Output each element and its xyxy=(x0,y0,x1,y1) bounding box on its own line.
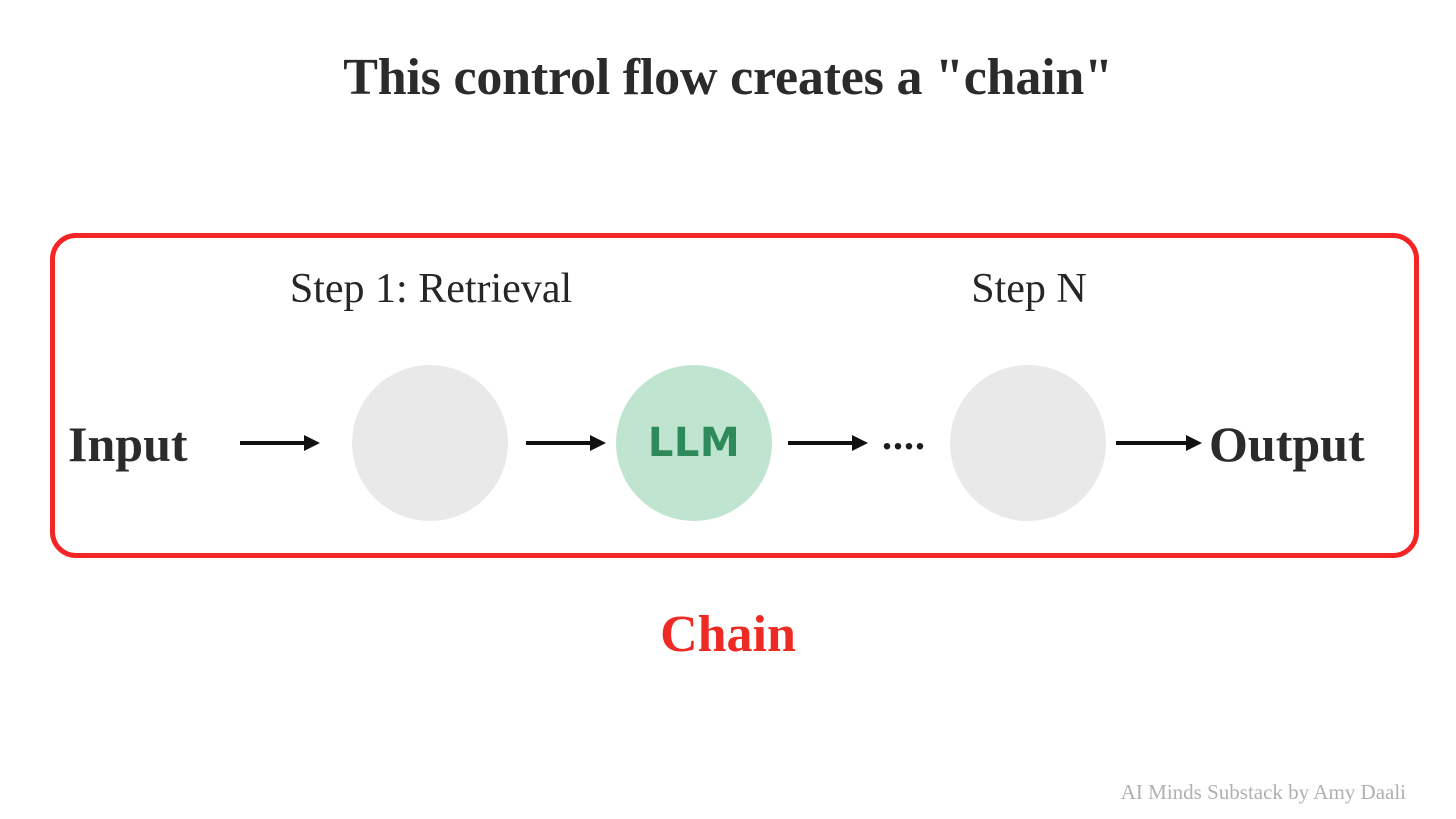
chain-boundary-box xyxy=(50,233,1419,558)
step-1-node[interactable] xyxy=(352,365,508,521)
llm-node-label: LLM xyxy=(647,420,741,466)
step-label-1: Step 1: Retrieval xyxy=(289,266,573,312)
continuation-ellipsis: .... xyxy=(882,413,926,458)
footer-watermark: AI Minds Substack by Amy Daali xyxy=(1120,780,1406,804)
step-label-n: Step N xyxy=(971,266,1087,312)
input-label: Input xyxy=(68,416,188,472)
arrow-stepn-to-output xyxy=(1116,430,1202,456)
step-n-node[interactable] xyxy=(950,365,1106,521)
arrow-step1-to-llm xyxy=(526,430,606,456)
output-label: Output xyxy=(1209,416,1365,472)
arrow-llm-to-ellipsis xyxy=(788,430,868,456)
arrow-input-to-step1 xyxy=(240,430,320,456)
llm-node[interactable]: LLM xyxy=(616,365,772,521)
page-title: This control flow creates a "chain" xyxy=(343,49,1113,106)
chain-caption: Chain xyxy=(660,606,796,663)
